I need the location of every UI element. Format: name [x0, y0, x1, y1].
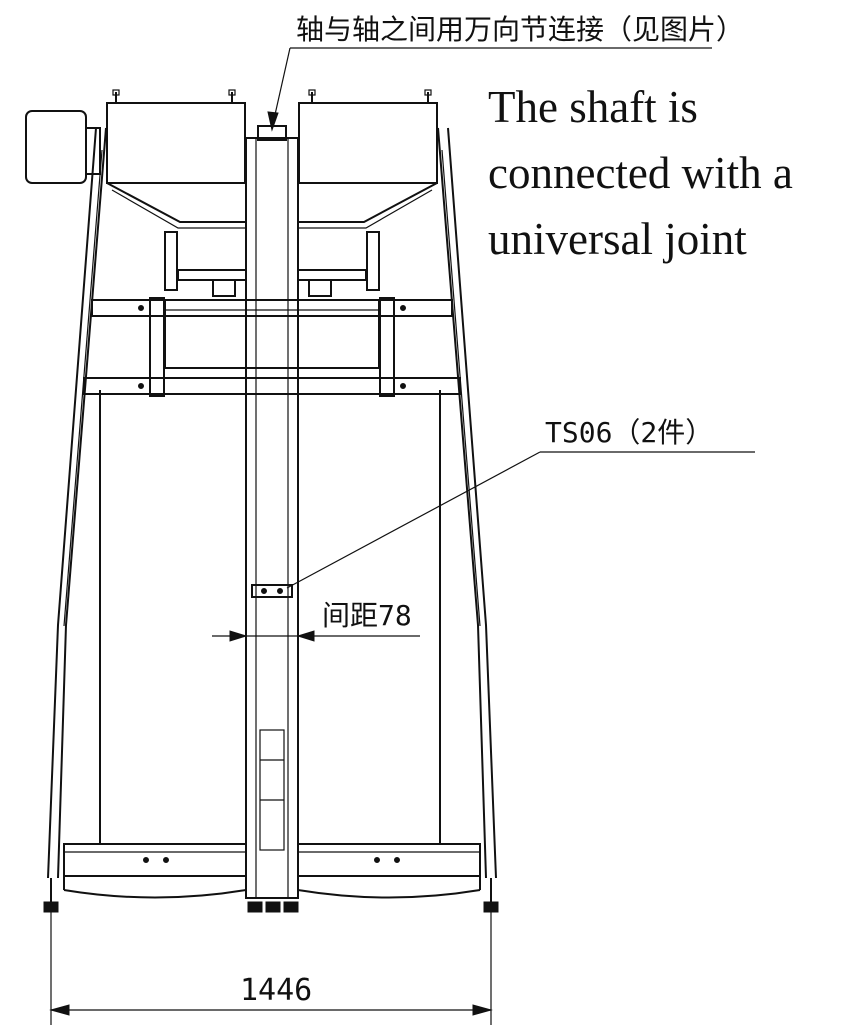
- upper-beam: [91, 299, 453, 317]
- right-hopper-chute: [299, 182, 438, 223]
- right-base-rail: [297, 843, 481, 877]
- foot-left: [43, 901, 59, 913]
- ts06-label: TS06（2件）: [545, 416, 713, 449]
- left-hopper: [106, 89, 246, 229]
- ts06-hole-2: [277, 588, 283, 594]
- left-base-rail: [63, 843, 247, 877]
- left-hopper-chute-inner: [111, 189, 245, 229]
- ts06-bracket: [251, 584, 293, 598]
- horizontal-beams: [83, 297, 461, 397]
- left-foot-block: [212, 279, 236, 297]
- right-hopper: [298, 89, 438, 229]
- column-top-cap: [257, 125, 287, 141]
- left-frame-post: [47, 127, 107, 879]
- right-hopper-box: [298, 102, 438, 184]
- left-hopper-bolt-head-2: [228, 89, 236, 96]
- base-hole-4: [394, 857, 400, 863]
- column-lower-slot: [259, 729, 285, 851]
- right-hopper-chute-inner: [299, 189, 433, 229]
- hopper-supports: [164, 231, 380, 297]
- right-bracket: [379, 297, 395, 397]
- top-annotation: 轴与轴之间用万向节连接（见图片）: [267, 13, 744, 132]
- width-arrow-left: [49, 1004, 70, 1016]
- left-support-post: [164, 231, 178, 291]
- english-note: The shaft is connected with a universal …: [488, 82, 793, 264]
- beam-bolt-2: [138, 383, 144, 389]
- top-note-arrowhead: [267, 111, 279, 132]
- right-post-mid: [437, 127, 487, 879]
- ts06-hole-1: [261, 588, 267, 594]
- left-hopper-bolt-head-1: [112, 89, 120, 96]
- base-hole-3: [374, 857, 380, 863]
- left-post-outer: [47, 127, 97, 879]
- motor: [25, 110, 101, 184]
- motor-body: [25, 110, 87, 184]
- right-foot-block: [308, 279, 332, 297]
- english-note-line-2: connected with a: [488, 148, 793, 198]
- left-support-plate: [177, 269, 247, 281]
- english-note-line-3: universal joint: [488, 214, 747, 264]
- spacing-arrow-left: [229, 630, 248, 642]
- foot-center-2: [265, 901, 281, 913]
- right-post-outer: [447, 127, 497, 879]
- right-support-post: [366, 231, 380, 291]
- central-column: [245, 125, 299, 899]
- foot-right: [483, 901, 499, 913]
- width-value: 1446: [240, 973, 312, 1008]
- lower-beam: [83, 377, 461, 395]
- beam-bolt-1: [138, 305, 144, 311]
- right-base-curve: [297, 889, 481, 899]
- overall-width-dimension: 1446: [49, 912, 493, 1025]
- top-note-cn: 轴与轴之间用万向节连接（见图片）: [296, 13, 744, 46]
- base-frame: [63, 843, 481, 899]
- foot-center-1: [247, 901, 263, 913]
- left-hopper-chute: [106, 182, 245, 223]
- right-frame-post: [437, 127, 497, 879]
- feet: [43, 878, 499, 913]
- column-outer: [245, 137, 299, 899]
- beam-bolt-4: [400, 383, 406, 389]
- left-base-curve: [63, 889, 247, 899]
- ts06-callout: TS06（2件）: [286, 416, 755, 589]
- left-post-mid: [57, 127, 107, 879]
- right-hopper-bolt-head-2: [424, 89, 432, 96]
- width-arrow-right: [472, 1004, 493, 1016]
- right-support-plate: [297, 269, 367, 281]
- right-hopper-bolt-head-1: [308, 89, 316, 96]
- spacing-arrow-right: [296, 630, 315, 642]
- left-bracket: [149, 297, 165, 397]
- base-hole-1: [143, 857, 149, 863]
- beam-bolt-3: [400, 305, 406, 311]
- spacing-label: 间距78: [322, 599, 412, 632]
- spacing-dimension: 间距78: [212, 599, 420, 642]
- ts06-leader: [286, 451, 541, 589]
- english-note-line-1: The shaft is: [488, 82, 698, 132]
- foot-center-3: [283, 901, 299, 913]
- left-hopper-box: [106, 102, 246, 184]
- base-hole-2: [163, 857, 169, 863]
